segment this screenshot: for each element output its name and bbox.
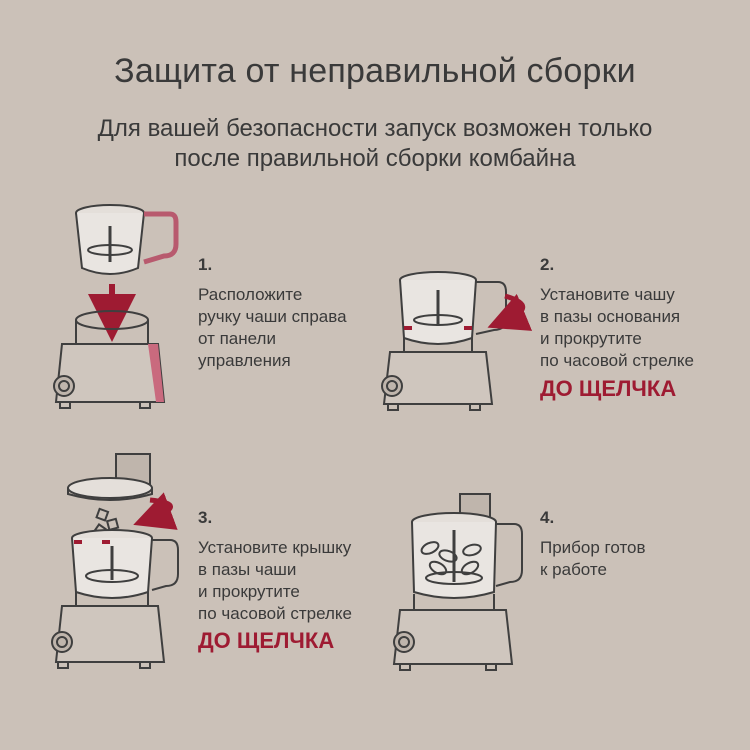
step-1-illustration <box>53 204 179 409</box>
step-4-number: 4. <box>540 508 555 527</box>
subtitle-line-1: Для вашей безопасности запуск возможен т… <box>97 115 653 142</box>
step-3-number: 3. <box>198 508 213 527</box>
subtitle-line-2: после правильной сборки комбайна <box>174 145 576 172</box>
step-2-number: 2. <box>540 255 555 274</box>
step-3-line: в пазы чаши <box>198 560 297 579</box>
step-3-base <box>51 592 166 669</box>
step-3-illustration <box>51 453 179 669</box>
page-title: Защита от неправильной сборки <box>114 52 636 90</box>
step-2-text: Установите чашу в пазы основания и прокр… <box>540 284 694 372</box>
step-2-line: Установите чашу <box>540 285 675 304</box>
step-2-rotate-arrow-icon <box>487 293 533 331</box>
page-subtitle: Для вашей безопасности запуск возможен т… <box>0 114 750 174</box>
step-3-text: Установите крышку в пазы чаши и прокрути… <box>198 537 352 625</box>
step-2-line: в пазы основания <box>540 307 681 326</box>
step-1-base <box>53 310 166 409</box>
step-1-line: ручку чаши справа <box>198 307 347 326</box>
step-1-text: Расположите ручку чаши справа от панели … <box>198 284 347 372</box>
step-4-line: Прибор готов <box>540 538 646 557</box>
step-3-line: по часовой стрелке <box>198 604 352 623</box>
step-2-base <box>381 338 494 411</box>
step-1-number: 1. <box>198 255 213 274</box>
step-4-assembled-processor <box>392 493 523 671</box>
step-2-emphasis: ДО ЩЕЛЧКА <box>540 376 677 401</box>
step-4-text: Прибор готов к работе <box>540 537 646 581</box>
step-2-bowl <box>399 271 507 345</box>
step-1-line: управления <box>198 351 291 370</box>
step-1-bowl <box>75 204 179 275</box>
step-1-line: от панели <box>198 329 276 348</box>
step-4-food-slices <box>420 541 482 576</box>
step-2-line: по часовой стрелке <box>540 351 694 370</box>
step-4-illustration <box>392 493 523 671</box>
step-4-line: к работе <box>540 560 607 579</box>
step-3-rotate-arrow-icon <box>133 492 178 530</box>
step-3-lid <box>67 453 153 501</box>
step-3-bowl <box>71 529 179 599</box>
step-3-line: и прокрутите <box>198 582 300 601</box>
step-3-line: Установите крышку <box>198 538 352 557</box>
step-2-line: и прокрутите <box>540 329 642 348</box>
step-3-emphasis: ДО ЩЕЛЧКА <box>198 628 335 653</box>
step-1-line: Расположите <box>198 285 303 304</box>
step-2-illustration <box>381 271 533 411</box>
